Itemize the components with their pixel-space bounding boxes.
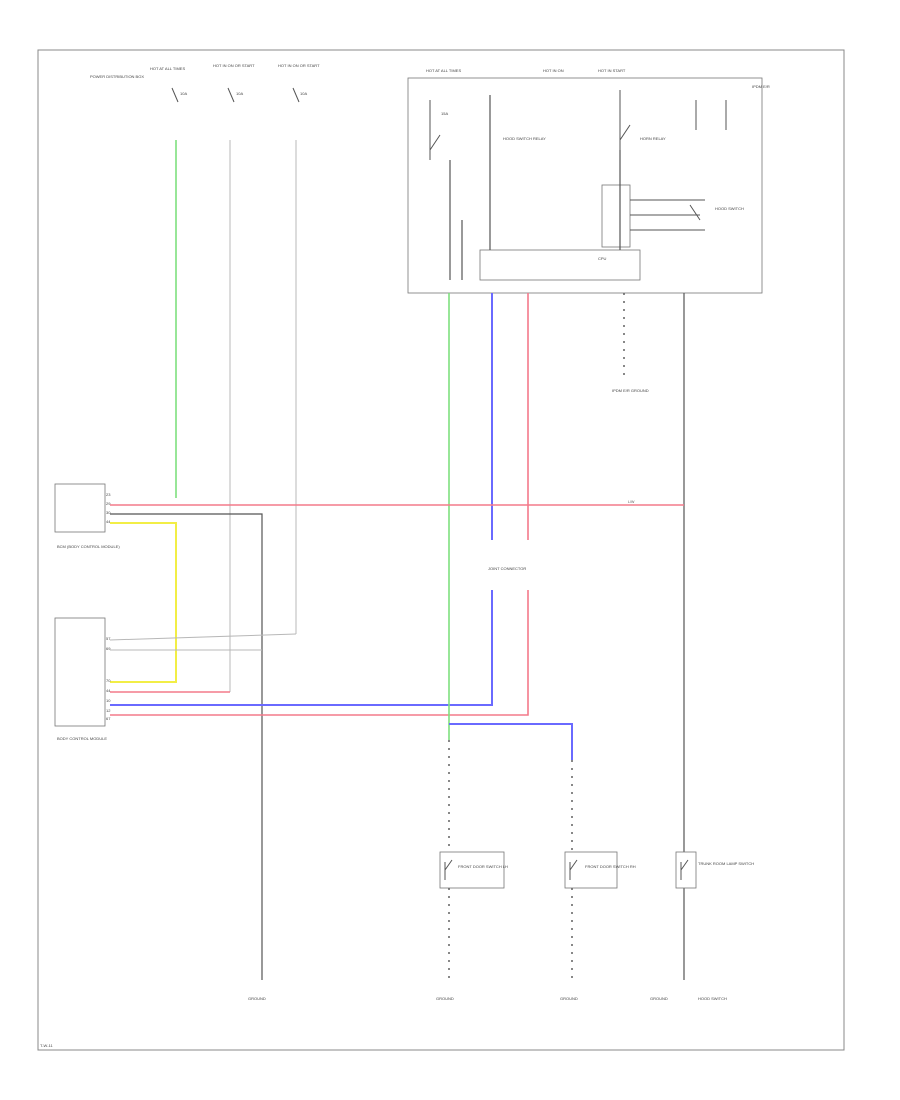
fuse-pair-icon bbox=[695, 100, 727, 130]
bcm-lower-label: BODY CONTROL MODULE bbox=[57, 736, 107, 741]
door-switch-right-icon bbox=[569, 859, 578, 880]
relay-switch-2-icon bbox=[619, 90, 631, 150]
door-switch-left-icon bbox=[444, 859, 453, 880]
ipdm-relay1: HOOD SWITCH RELAY bbox=[503, 136, 546, 141]
ipdm-cpu: CPU bbox=[598, 256, 607, 261]
ground-3-label: GROUND bbox=[560, 996, 578, 1001]
relay-switch-1-icon bbox=[429, 100, 441, 160]
bcm-upper-connector: 23 29 30 44 BCM (BODY CONTROL MODULE) bbox=[54, 483, 120, 549]
wire-label-red: L/W bbox=[628, 500, 635, 504]
ground-1-label: GROUND bbox=[248, 996, 266, 1001]
hood-switch-icon bbox=[630, 199, 705, 231]
wire-gray-bcm bbox=[109, 633, 297, 641]
hood-switch-label: HOOD SWITCH bbox=[698, 996, 727, 1001]
bcm-upper-pin-4: 44 bbox=[106, 519, 111, 524]
fuse-c-value: 10A bbox=[300, 91, 307, 96]
bcm-lower-pin-2: 69 bbox=[106, 646, 111, 651]
bcm-lower-pin-5: 10 bbox=[106, 698, 111, 703]
door-switch-left-box bbox=[439, 851, 505, 889]
ipdm-sub-block bbox=[601, 184, 631, 248]
ipdm-cpu-block bbox=[479, 249, 641, 281]
trunk-switch: TRUNK ROOM LAMP SWITCH bbox=[675, 851, 754, 889]
trunk-switch-label: TRUNK ROOM LAMP SWITCH bbox=[698, 861, 754, 866]
fuse-a-label: HOT AT ALL TIMES bbox=[150, 66, 185, 71]
bcm-upper-pin-3: 30 bbox=[106, 510, 111, 515]
diagram-frame bbox=[37, 49, 845, 1051]
fuse-c-label: HOT IN ON OR START bbox=[278, 63, 320, 68]
ipdm-relay2: HORN RELAY bbox=[640, 136, 666, 141]
ipdm-ground-label: IPDM E/R GROUND bbox=[612, 388, 649, 393]
wire-blue-branch bbox=[449, 723, 573, 760]
joint-connector-label: JOINT CONNECTOR bbox=[488, 566, 526, 571]
mid-label-2: HOT IN START bbox=[598, 68, 626, 73]
fuse-b-icon bbox=[227, 87, 235, 103]
bcm-upper-pin-1: 23 bbox=[106, 492, 111, 497]
bcm-lower-connector: 57 69 70 44 10 12 67 BODY CONTROL MODULE bbox=[54, 617, 111, 741]
fuse-c-icon bbox=[292, 87, 300, 103]
fuse-b-value: 10A bbox=[236, 91, 243, 96]
wire-yellow-loop bbox=[110, 522, 177, 683]
door-switch-left-label: FRONT DOOR SWITCH LH bbox=[458, 864, 508, 869]
ground-4-label: GROUND bbox=[650, 996, 668, 1001]
bcm-upper-pin-2: 29 bbox=[106, 501, 111, 506]
bcm-lower-pin-7: 67 bbox=[106, 716, 111, 721]
wire-black-bcm-ground bbox=[110, 513, 263, 980]
wire-blue-lower bbox=[110, 590, 493, 706]
bcm-lower-box bbox=[54, 617, 106, 727]
bcm-lower-pin-3: 70 bbox=[106, 678, 111, 683]
fuse-a-value: 10A bbox=[180, 91, 187, 96]
page-code: T-W-11 bbox=[40, 1043, 54, 1048]
fuse-b-label: HOT IN ON OR START bbox=[213, 63, 255, 68]
door-switch-right-box bbox=[564, 851, 618, 889]
bcm-lower-pin-4: 44 bbox=[106, 688, 111, 693]
fuse-a-icon bbox=[171, 87, 179, 103]
mid-label-1: HOT IN ON bbox=[543, 68, 564, 73]
ipdm-box: HOT AT ALL TIMES 15A HOOD SWITCH RELAY H… bbox=[407, 68, 770, 294]
trunk-switch-icon bbox=[680, 859, 689, 880]
fuse-d-value: 15A bbox=[441, 111, 448, 116]
bcm-lower-pin-1: 57 bbox=[106, 636, 111, 641]
door-switch-right: FRONT DOOR SWITCH RH bbox=[564, 851, 636, 889]
bcm-lower-pin-6: 12 bbox=[106, 708, 111, 713]
fuse-d-label: HOT AT ALL TIMES bbox=[426, 68, 461, 73]
wire-red-lower bbox=[110, 590, 529, 716]
ground-2-label: GROUND bbox=[436, 996, 454, 1001]
trunk-switch-box bbox=[675, 851, 697, 889]
ipdm-title: IPDM E/R bbox=[752, 84, 770, 89]
bcm-upper-box bbox=[54, 483, 106, 533]
door-switch-right-label: FRONT DOOR SWITCH RH bbox=[585, 864, 636, 869]
fuse-group-left: HOT AT ALL TIMES 10A HOT IN ON OR START … bbox=[90, 63, 320, 103]
door-switch-left: FRONT DOOR SWITCH LH bbox=[439, 851, 508, 889]
left-note: POWER DISTRIBUTION BOX bbox=[90, 74, 144, 79]
ipdm-sub: HOOD SWITCH bbox=[715, 206, 744, 211]
bcm-upper-label: BCM (BODY CONTROL MODULE) bbox=[57, 544, 120, 549]
